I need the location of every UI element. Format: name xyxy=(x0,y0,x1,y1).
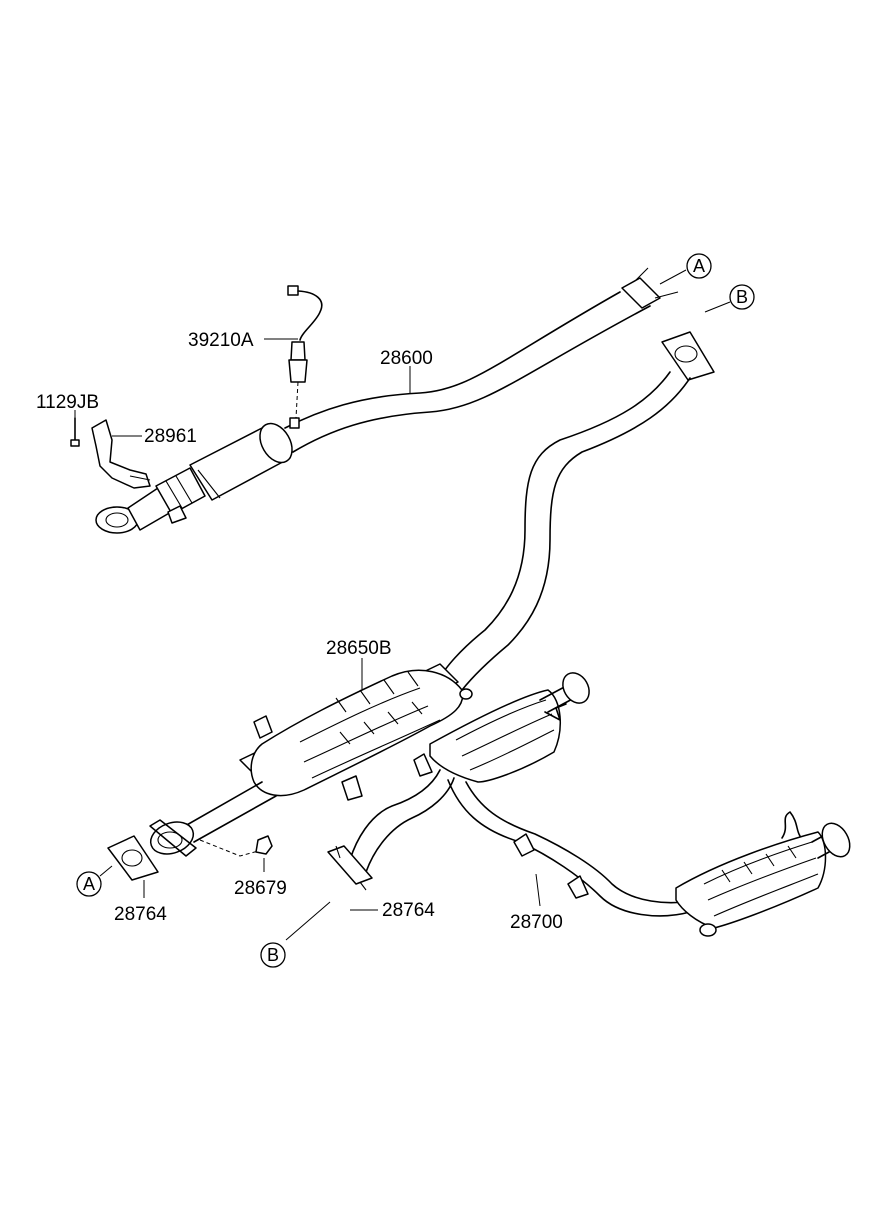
callout-a-top: A xyxy=(686,253,712,279)
gasket-a-bottom xyxy=(107,835,159,881)
leader-lines xyxy=(74,269,731,941)
callout-b-bottom: B xyxy=(260,942,286,968)
svg-text:B: B xyxy=(267,945,279,965)
label-28679: 28679 xyxy=(234,878,287,899)
rear-muffler-assy-28700 xyxy=(327,672,851,937)
svg-text:A: A xyxy=(693,256,705,276)
label-28650b: 28650B xyxy=(326,638,392,659)
bolt-1129jb xyxy=(70,417,80,447)
label-28764-b: 28764 xyxy=(382,900,435,921)
callout-a-bottom: A xyxy=(76,871,102,897)
intermediate-pipe xyxy=(439,371,691,691)
svg-text:A: A xyxy=(83,874,95,894)
catalytic-converter-28650b xyxy=(239,663,473,801)
o2-sensor-39210a xyxy=(287,285,323,419)
label-39210a: 39210A xyxy=(188,330,254,351)
converter-outlet-pipe xyxy=(149,781,277,857)
svg-text:B: B xyxy=(736,287,748,307)
gasket-b-top xyxy=(661,331,715,381)
label-28961: 28961 xyxy=(144,426,197,447)
callout-b-top: B xyxy=(729,284,755,310)
label-1129jb: 1129JB xyxy=(36,392,99,413)
nut-28679 xyxy=(255,835,273,855)
label-28700: 28700 xyxy=(510,912,563,933)
label-28600: 28600 xyxy=(380,348,433,369)
bracket-28961 xyxy=(91,419,151,489)
label-28764-a: 28764 xyxy=(114,904,167,925)
front-pipe-28600 xyxy=(95,267,679,534)
